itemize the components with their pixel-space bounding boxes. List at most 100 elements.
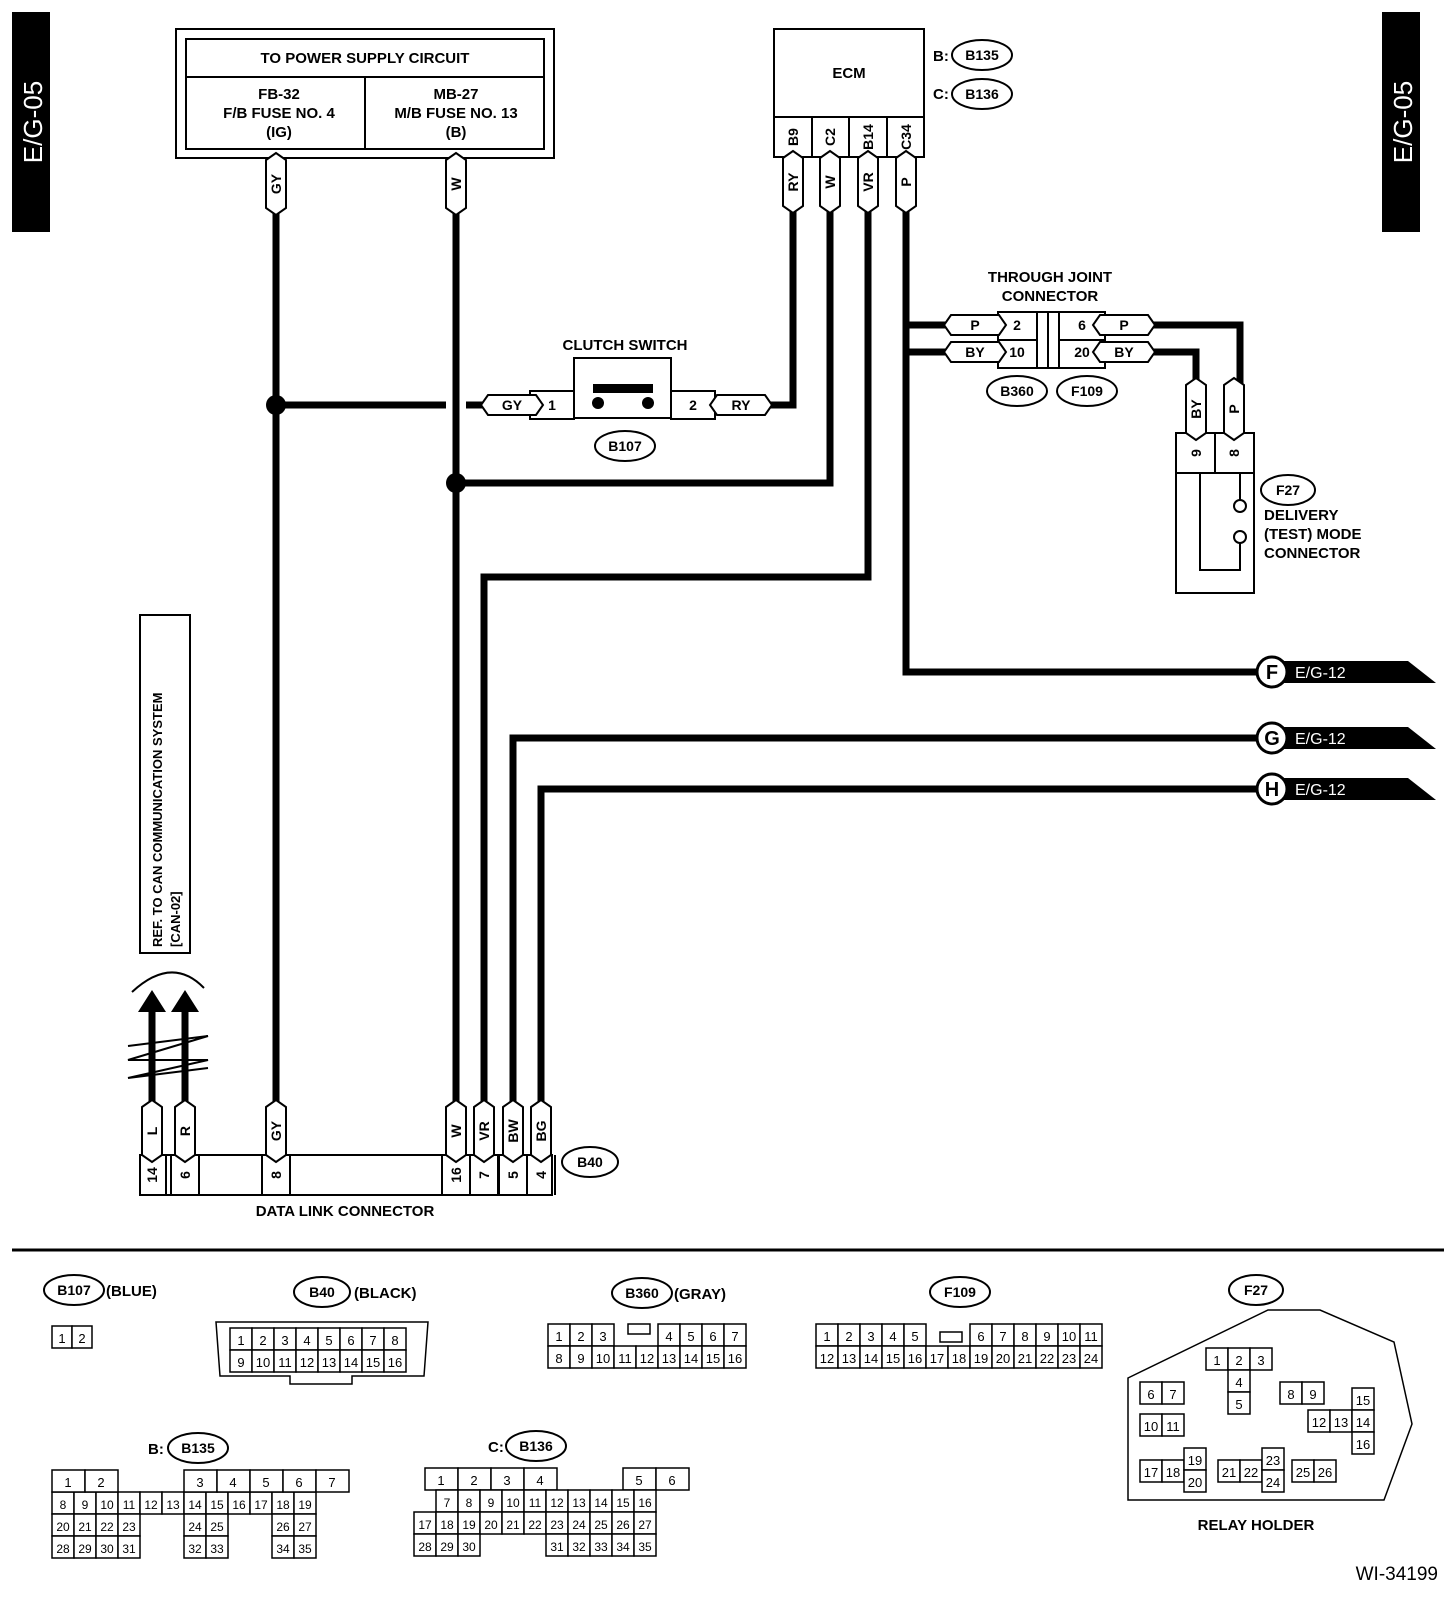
tj-left-pin-1: 10: [1009, 344, 1025, 360]
delivery-mode-connector: [1175, 432, 1255, 594]
legend-b360-outline: [611, 1277, 673, 1309]
legend-b40-num-0-5: 6: [347, 1333, 354, 1348]
clutch-connector-outline: [594, 430, 656, 462]
legend-b136-top-num-0: 1: [437, 1473, 444, 1488]
legend-b136-r1-2-num: 9: [488, 1496, 495, 1510]
off-page-ref-2: E/G-12: [1295, 782, 1346, 799]
off-page-flag-2: [1262, 778, 1436, 800]
legend-b135-top-1: [84, 1469, 119, 1493]
legend-b107-cell-0-1: [71, 1325, 93, 1349]
ecm-conn-b-outline: [951, 39, 1013, 71]
legend-b136-r1-7-num: 14: [594, 1496, 608, 1510]
tj-left-wire-1-outline: [942, 341, 1008, 363]
ecm-pin-2: B14: [860, 124, 876, 150]
clutch-wire-2-outline: [708, 394, 774, 416]
legend-f109-num-1-6: 18: [952, 1351, 966, 1366]
dlc-pin-4: 7: [476, 1171, 492, 1179]
legend-b136-r3b-4-num: 35: [638, 1540, 652, 1554]
legend-b135-r3b-1-cell: [205, 1535, 229, 1559]
dlc-wire-5-outline: [502, 1098, 524, 1164]
legend-f109-num-1-9: 21: [1018, 1351, 1032, 1366]
legend-b135-r3a-3-num: 31: [122, 1542, 136, 1556]
ecm-wire-1: W: [822, 175, 838, 189]
can-ref-line1: REF. TO CAN COMMUNICATION SYSTEM: [150, 693, 165, 947]
legend-b40-num-1-0: 9: [237, 1355, 244, 1370]
ecm-pin-3: C34: [898, 124, 914, 150]
legend-b40-num-1-1: 10: [256, 1355, 270, 1370]
ecm-conn-c-outline: [951, 78, 1013, 110]
dlc-wire-3: W: [448, 1124, 464, 1138]
legend-b360-num-0-1: 2: [577, 1329, 584, 1344]
through-joint-title-2: CONNECTOR: [1002, 288, 1099, 305]
legend-f27-j-num-0-0: 19: [1188, 1453, 1202, 1468]
clutch-pin-1: 1: [548, 397, 556, 413]
legend-f27-d-num-0-0: 8: [1287, 1387, 1294, 1402]
dlc-wire-1-outline: [174, 1098, 196, 1164]
tj-left-pin-0: 2: [1013, 317, 1021, 333]
legend-b135-r1-7-num: 15: [210, 1498, 224, 1512]
dlc-wire-2: GY: [268, 1120, 284, 1141]
legend-b136-r1-6-num: 13: [572, 1496, 586, 1510]
dlc-wire-1: R: [177, 1126, 193, 1136]
off-page-circle-2: [1255, 772, 1289, 806]
junction-dot-w: [446, 473, 466, 493]
legend-b135-top-num-0: 1: [64, 1475, 71, 1490]
legend-b136-r2-2-num: 19: [462, 1518, 476, 1532]
legend-f109-num-1-10: 22: [1040, 1351, 1054, 1366]
legend-b136-prefix: C:: [488, 1439, 504, 1456]
legend-b40: B40: [309, 1284, 335, 1300]
legend-b136-top-num-3: 4: [536, 1473, 543, 1488]
tj-right-pin-1: 20: [1074, 344, 1090, 360]
ecm-pin-1: C2: [822, 128, 838, 146]
off-page-ref-1: E/G-12: [1295, 731, 1346, 748]
legend-f109-num-0-7: 6: [977, 1329, 984, 1344]
can-ref-line2: [CAN-02]: [168, 891, 183, 947]
legend-b135-r3a-1-num: 29: [78, 1542, 92, 1556]
legend-b40-num-0-0: 1: [237, 1333, 244, 1348]
dlc-pin-3: 16: [448, 1167, 464, 1183]
legend-b136-r3b-0-num: 31: [550, 1540, 564, 1554]
legend-f109-num-1-5: 17: [930, 1351, 944, 1366]
legend-b136-r1-4-num: 11: [529, 1496, 542, 1510]
off-page-flag-0: [1262, 661, 1436, 683]
legend-b360-num-1-4: 12: [640, 1351, 654, 1366]
off-page-ref-0: E/G-12: [1295, 665, 1346, 682]
tj-right-wire-0-outline: [1091, 314, 1157, 336]
legend-b360-num-1-1: 9: [577, 1351, 584, 1366]
power-supply-right-line3: (B): [446, 124, 467, 141]
legend-b136-r1-3-num: 10: [506, 1496, 520, 1510]
off-page-circle-1: [1255, 721, 1289, 755]
legend-b40-num-1-6: 15: [366, 1355, 380, 1370]
legend-f109-num-1-4: 16: [908, 1351, 922, 1366]
legend-b136-r3b-4-cell: [633, 1533, 657, 1557]
legend-b136-r2-0-num: 17: [418, 1518, 432, 1532]
legend-b135-r1-3-num: 11: [123, 1498, 136, 1512]
legend-b136-r1-9-num: 16: [638, 1496, 652, 1510]
legend-b135-top-num-1: 2: [97, 1475, 104, 1490]
delivery-wire-0-outline: [1185, 376, 1207, 442]
legend-f109: F109: [944, 1284, 976, 1300]
legend-b135-r1-8-num: 16: [232, 1498, 246, 1512]
legend-f27-f-num-0-0: 15: [1356, 1393, 1370, 1408]
legend-b360-num-1-3: 11: [618, 1351, 632, 1366]
junction-dot-gy: [266, 395, 286, 415]
tj-left-wire-0-outline: [942, 314, 1008, 336]
legend-b135-r1-4-num: 12: [144, 1498, 158, 1512]
dlc-wire-2-outline: [265, 1098, 287, 1164]
power-supply-right-line2: M/B FUSE NO. 13: [394, 105, 517, 122]
ecm-wire-2-outline: [857, 149, 879, 215]
legend-f27-e-num-0-0: 10: [1144, 1419, 1158, 1434]
legend-b136-top-num-5: 6: [668, 1473, 675, 1488]
ecm-conn-b-label: B:: [933, 48, 949, 65]
legend-b360-num-0-0: 1: [555, 1329, 562, 1344]
legend-b40-num-1-2: 11: [278, 1355, 292, 1370]
legend-b136-r2-7-num: 24: [572, 1518, 586, 1532]
tj-right-connector-outline: [1056, 375, 1118, 407]
legend-f27-h-num-0-0: 16: [1356, 1437, 1370, 1452]
legend-f27-l-num-0-0: 23: [1266, 1453, 1280, 1468]
legend-b135-r1-1-num: 9: [82, 1498, 89, 1512]
legend-f109-num-0-11: 10: [1062, 1329, 1076, 1344]
legend-b135-r1-2-num: 10: [100, 1498, 114, 1512]
tj-left-wire-1: BY: [965, 344, 985, 360]
